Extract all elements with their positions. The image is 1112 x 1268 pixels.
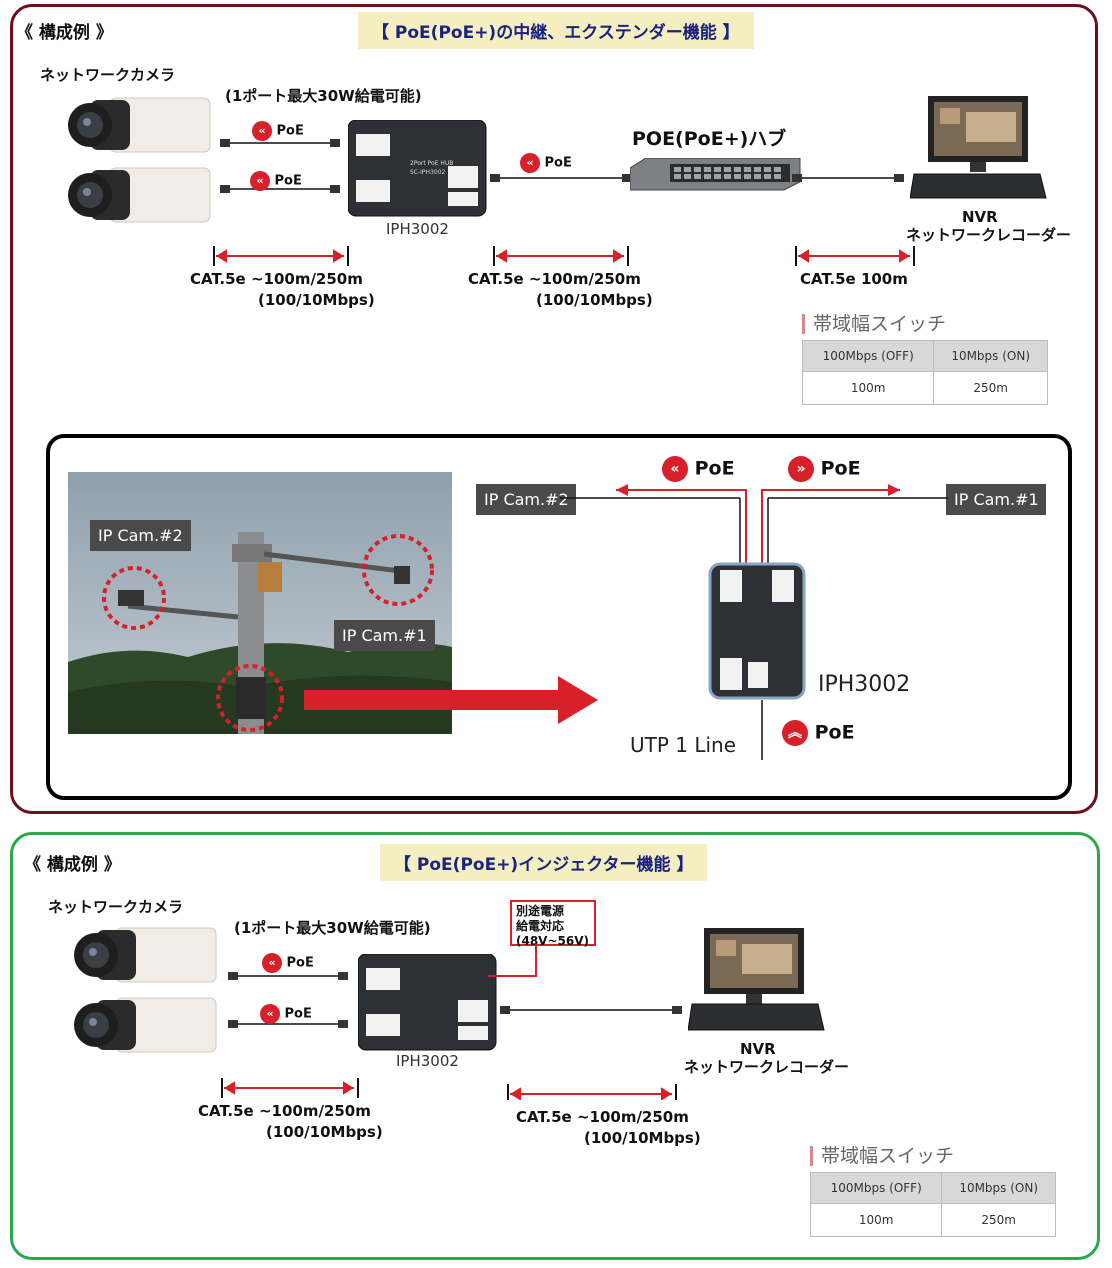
- bw-value: 250m: [941, 1203, 1056, 1237]
- network-cameras-illustration: [74, 927, 217, 1053]
- hub-cable: [490, 174, 632, 182]
- poe-label: » PoE: [788, 456, 861, 482]
- poe-label: « PoE: [250, 171, 302, 191]
- section-label: 《 構成例 》: [24, 855, 121, 875]
- power-connector-line: [488, 944, 537, 977]
- nvr-cable: [500, 1006, 682, 1014]
- photo-cam2-label: IP Cam.#2: [90, 520, 191, 551]
- nvr-sub-label: ネットワークレコーダー: [684, 1058, 850, 1076]
- camera-label: ネットワークカメラ: [40, 66, 176, 84]
- nvr-recorder: [910, 96, 1047, 199]
- iph3002-device: 2Port PoE HUB SC-IPH3002: [348, 120, 487, 217]
- bandwidth-switch-title: 帯域幅スイッチ: [802, 314, 946, 334]
- ext-power-line: (48V~56V): [516, 934, 589, 948]
- poe-icon: «: [250, 171, 270, 191]
- camera-icon: [74, 927, 217, 983]
- poe-icon: «: [262, 953, 282, 973]
- camera-icon: [68, 97, 211, 153]
- photo-cam1-label: IP Cam.#1: [334, 620, 435, 651]
- cam1-label: IP Cam.#1: [946, 484, 1046, 515]
- cable-speed: (100/10Mbps): [258, 291, 375, 309]
- bw-header: 10Mbps (ON): [933, 340, 1048, 372]
- cable-speed: (100/10Mbps): [266, 1123, 383, 1141]
- device-name: IPH3002: [386, 220, 449, 238]
- device-model: SC-IPH3002: [410, 169, 446, 176]
- poe-icon: «: [662, 456, 688, 482]
- cable-spec: CAT.5e ~100m/250m: [198, 1102, 371, 1120]
- iph3002-device: [708, 562, 806, 700]
- bw-value: 100m: [801, 371, 935, 405]
- external-power-note: 別途電源 給電対応 (48V~56V): [510, 900, 596, 948]
- camera-cables: [220, 139, 340, 193]
- extender-section-frame: [10, 4, 1098, 814]
- poe-icon: «: [252, 121, 272, 141]
- bandwidth-switch-title: 帯域幅スイッチ: [810, 1146, 954, 1166]
- nvr-sub-label: ネットワークレコーダー: [906, 226, 1072, 244]
- cable-speed: (100/10Mbps): [536, 291, 653, 309]
- utp-label: UTP 1 Line: [630, 733, 737, 757]
- poe-icon: ︽: [782, 720, 808, 746]
- cable-spec: CAT.5e ~100m/250m: [516, 1108, 689, 1126]
- poe-wiring: [560, 484, 948, 570]
- poe-label: « PoE: [520, 153, 572, 173]
- nvr-label: NVR: [740, 1040, 776, 1058]
- bw-value: 250m: [933, 371, 1048, 405]
- poe-icon: «: [260, 1004, 280, 1024]
- cable-speed: (100/10Mbps): [584, 1129, 701, 1147]
- bw-header: 10Mbps (ON): [941, 1172, 1056, 1204]
- poe-icon: »: [788, 456, 814, 482]
- device-text: 2Port PoE HUB: [410, 160, 453, 167]
- utp-cable: [761, 700, 763, 760]
- section-label: 《 構成例 》: [16, 23, 113, 43]
- cable-spec: CAT.5e 100m: [800, 270, 908, 288]
- installation-example-frame: [46, 434, 1072, 800]
- big-arrow-right: [304, 676, 598, 724]
- camera-icon: [74, 997, 217, 1053]
- section-banner: 【 PoE(PoE+)インジェクター機能 】: [380, 844, 708, 881]
- device-name: IPH3002: [818, 672, 911, 697]
- bw-value: 100m: [809, 1203, 943, 1237]
- network-cameras-illustration: [68, 97, 211, 223]
- cable-length-arrows: [213, 246, 915, 266]
- nvr-label: NVR: [962, 208, 998, 226]
- nvr-recorder: [688, 928, 825, 1031]
- cable-spec: CAT.5e ~100m/250m: [468, 270, 641, 288]
- camera-label: ネットワークカメラ: [48, 898, 184, 916]
- iph3002-device: [358, 954, 497, 1051]
- nvr-cable: [792, 174, 904, 182]
- injector-section-frame: [10, 832, 1100, 1260]
- ext-power-line: 給電対応: [516, 919, 565, 933]
- poe-hub-switch: [630, 158, 801, 191]
- ext-power-line: 別途電源: [516, 904, 565, 918]
- poe-label: « PoE: [262, 953, 314, 973]
- power-note: (1ポート最大30W給電可能): [234, 919, 431, 937]
- camera-icon: [68, 167, 211, 223]
- poe-label: « PoE: [260, 1004, 312, 1024]
- bw-header: 100Mbps (OFF): [801, 340, 935, 372]
- power-note: (1ポート最大30W給電可能): [225, 87, 422, 105]
- cam2-label: IP Cam.#2: [476, 484, 576, 515]
- poe-label: « PoE: [662, 456, 735, 482]
- bw-header: 100Mbps (OFF): [809, 1172, 943, 1204]
- poe-label: « PoE: [252, 121, 304, 141]
- hub-label: POE(PoE+)ハブ: [632, 128, 787, 150]
- section-banner: 【 PoE(PoE+)の中継、エクステンダー機能 】: [358, 12, 754, 49]
- cable-spec: CAT.5e ~100m/250m: [190, 270, 363, 288]
- poe-label: ︽ PoE: [782, 720, 855, 746]
- poe-icon: «: [520, 153, 540, 173]
- cable-length-arrows: [221, 1078, 677, 1100]
- camera-cables: [228, 972, 348, 1028]
- device-name: IPH3002: [396, 1052, 459, 1070]
